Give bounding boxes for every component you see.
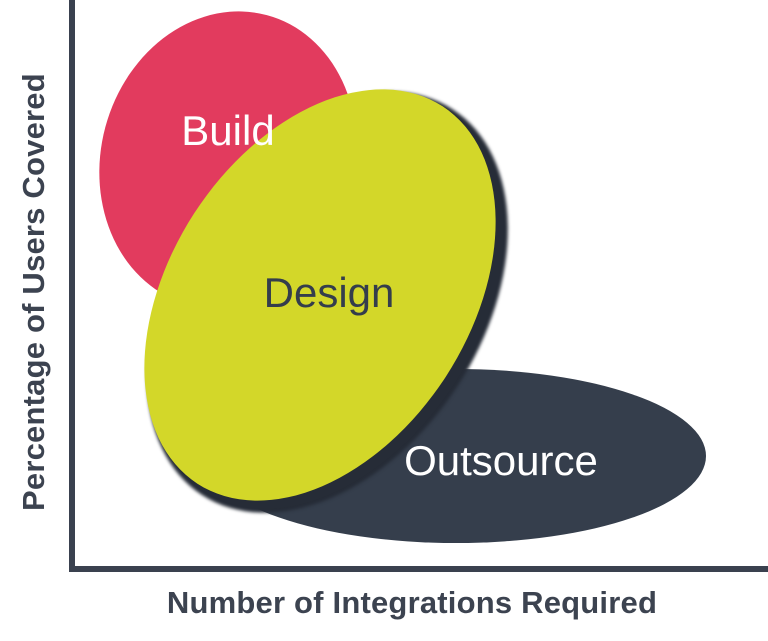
- x-axis-label: Number of Integrations Required: [166, 585, 658, 620]
- y-axis-line: [69, 0, 75, 572]
- design-label: Design: [263, 269, 395, 316]
- outsource-label: Outsource: [404, 437, 598, 484]
- build-label: Build: [181, 107, 275, 154]
- y-axis-label: Percentage of Users Covered: [16, 73, 51, 511]
- x-axis-line: [69, 566, 768, 572]
